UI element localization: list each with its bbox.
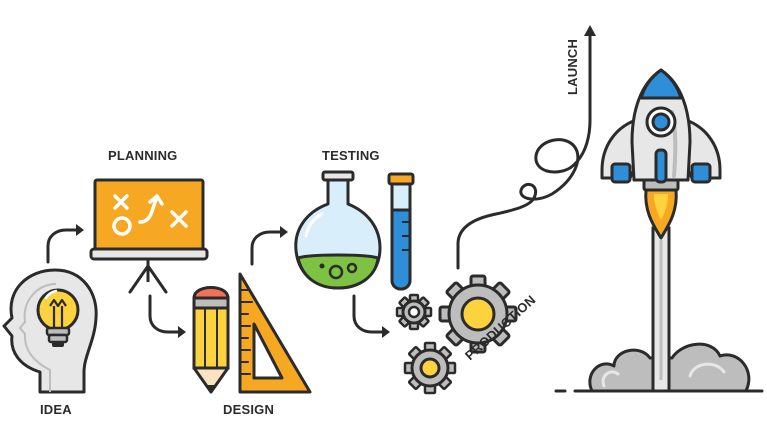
flask-test-tube-icon <box>294 170 415 291</box>
arrow-design-testing <box>250 230 284 266</box>
gears-icon <box>395 274 518 395</box>
arrow-idea-planning <box>46 228 80 264</box>
arrow-testing-production <box>352 294 386 334</box>
pencil-ruler-icon <box>192 272 312 394</box>
testing-label: TESTING <box>322 148 380 163</box>
planning-label: PLANNING <box>108 148 178 163</box>
head-lightbulb-icon <box>2 268 98 394</box>
rocket-icon <box>554 68 764 393</box>
arrow-planning-design <box>148 294 182 334</box>
idea-label: IDEA <box>40 402 72 417</box>
strategy-board-icon <box>89 178 209 294</box>
launch-path <box>456 32 592 270</box>
design-label: DESIGN <box>223 402 275 417</box>
launch-label: LAUNCH <box>565 38 580 95</box>
